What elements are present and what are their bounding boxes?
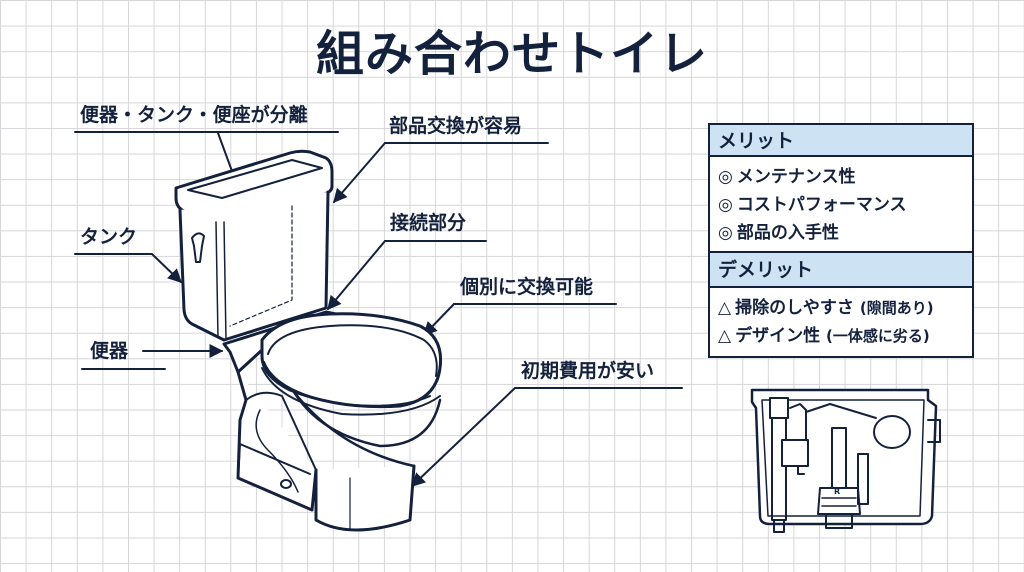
demerit-item: △掃除のしやすさ (隙間あり)	[718, 298, 934, 318]
double-circle-icon: ◎	[718, 167, 733, 187]
merits-demerits-table: メリット ◎メンテナンス性 ◎コストパフォーマンス ◎部品の入手性 デメリット …	[708, 123, 974, 358]
callout-individually-replaceable: 個別に交換可能	[460, 276, 594, 298]
merits-list: ◎メンテナンス性 ◎コストパフォーマンス ◎部品の入手性	[710, 157, 972, 253]
callout-separate-parts: 便器・タンク・便座が分離	[80, 104, 308, 126]
merit-item: ◎メンテナンス性	[718, 167, 856, 187]
merit-item: ◎コストパフォーマンス	[718, 195, 907, 215]
merits-header: メリット	[710, 125, 972, 157]
seat-lid	[260, 312, 443, 416]
leader-lines	[74, 131, 683, 487]
callout-bowl: 便器	[90, 340, 129, 362]
demerits-header: デメリット	[710, 253, 972, 288]
tank-cutaway	[750, 388, 941, 533]
svg-text:R: R	[834, 487, 840, 496]
double-circle-icon: ◎	[718, 195, 733, 215]
callout-low-initial-cost: 初期費用が安い	[521, 360, 655, 382]
double-circle-icon: ◎	[718, 223, 733, 243]
tank-body	[178, 190, 330, 342]
callout-tank: タンク	[80, 226, 138, 248]
callout-connection: 接続部分	[390, 212, 467, 234]
merit-item: ◎部品の入手性	[718, 223, 839, 243]
callout-easy-replacement: 部品交換が容易	[389, 115, 523, 137]
demerits-list: △掃除のしやすさ (隙間あり) △デザイン性 (一体感に劣る)	[710, 288, 972, 356]
triangle-icon: △	[718, 298, 732, 318]
triangle-icon: △	[718, 326, 732, 346]
page-title: 組み合わせトイレ	[315, 26, 708, 82]
demerit-item: △デザイン性 (一体感に劣る)	[718, 326, 930, 346]
